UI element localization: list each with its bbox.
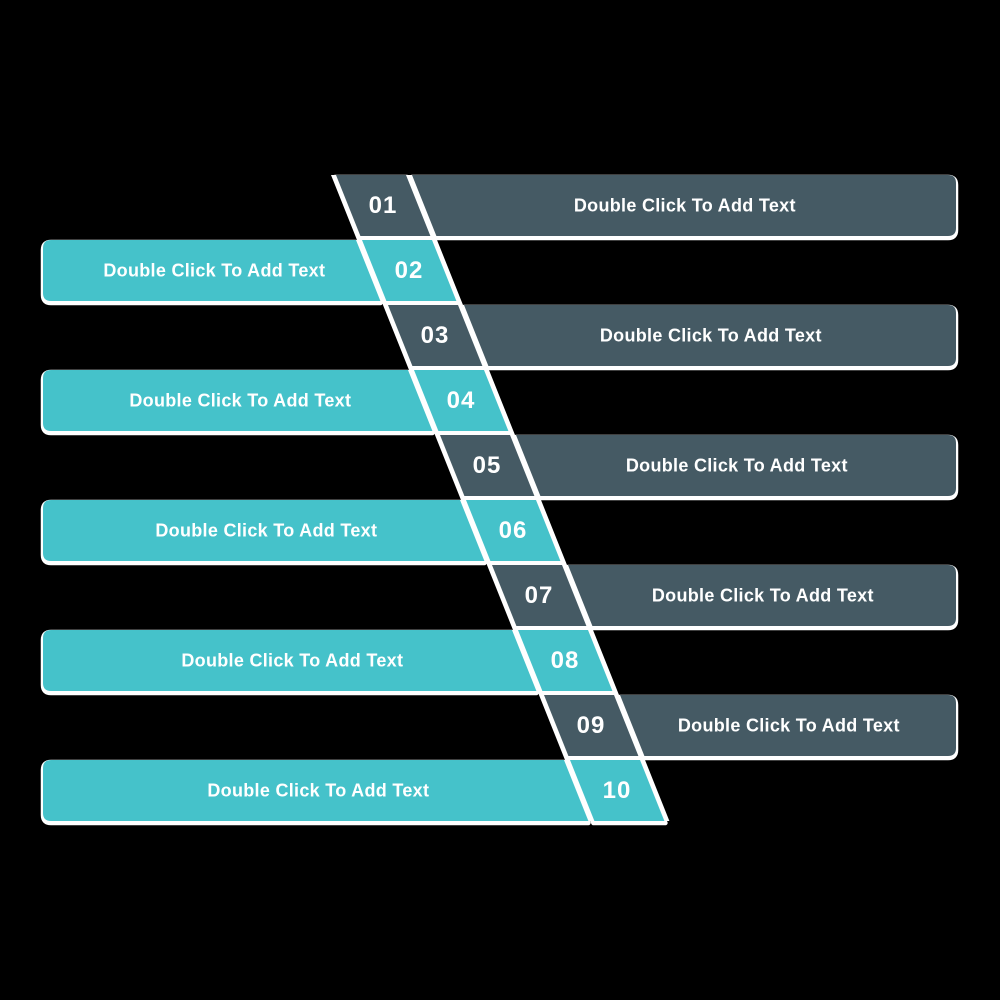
row-04-bar[interactable] <box>43 370 433 431</box>
row-02-number[interactable]: 02 <box>395 257 424 284</box>
row-03-number-cell[interactable] <box>387 305 484 366</box>
row-03-bar[interactable] <box>464 305 956 366</box>
diagonal-band-right-edge <box>406 175 670 821</box>
row-01-bar[interactable] <box>412 175 956 236</box>
row-10-bar[interactable] <box>43 760 589 821</box>
row-08 <box>40 629 616 696</box>
row-01-number-cell[interactable] <box>335 175 432 236</box>
row-07-number-cell[interactable] <box>491 565 588 626</box>
row-05-number-cell[interactable] <box>439 435 536 496</box>
row-01-number[interactable]: 01 <box>369 192 398 219</box>
row-05-number[interactable]: 05 <box>473 452 502 479</box>
row-10 <box>40 759 668 826</box>
row-09-bar[interactable] <box>620 695 956 756</box>
row-08-number-cell[interactable] <box>517 630 614 691</box>
row-04-number-cell[interactable] <box>413 370 510 431</box>
row-02-label[interactable]: Double Click To Add Text <box>103 261 325 281</box>
row-texts: 01 Double Click To Add Text 02 Double Cl… <box>103 192 899 804</box>
row-06-bar[interactable] <box>43 500 485 561</box>
row-07-label[interactable]: Double Click To Add Text <box>652 586 874 606</box>
row-07-bar[interactable] <box>568 565 956 626</box>
row-02-bar[interactable] <box>43 240 381 301</box>
row-04-label[interactable]: Double Click To Add Text <box>129 391 351 411</box>
row-04-number[interactable]: 04 <box>447 387 476 414</box>
row-05-label[interactable]: Double Click To Add Text <box>626 456 848 476</box>
row-05 <box>436 434 959 501</box>
row-03-number[interactable]: 03 <box>421 322 450 349</box>
row-08-label[interactable]: Double Click To Add Text <box>181 651 403 671</box>
row-01-label[interactable]: Double Click To Add Text <box>574 196 796 216</box>
row-02-number-cell[interactable] <box>361 240 458 301</box>
row-05-bar[interactable] <box>516 435 956 496</box>
row-06-number-cell[interactable] <box>465 500 562 561</box>
row-04 <box>40 369 512 436</box>
row-08-number[interactable]: 08 <box>551 647 580 674</box>
row-08-bar[interactable] <box>43 630 537 691</box>
row-09-number-cell[interactable] <box>543 695 640 756</box>
row-06 <box>40 499 564 566</box>
row-07 <box>488 564 959 631</box>
row-10-number-cell[interactable] <box>569 760 666 821</box>
row-09-number[interactable]: 09 <box>577 712 606 739</box>
row-09-label[interactable]: Double Click To Add Text <box>678 716 900 736</box>
row-03 <box>384 304 959 371</box>
row-03-label[interactable]: Double Click To Add Text <box>600 326 822 346</box>
row-06-number[interactable]: 06 <box>499 517 528 544</box>
row-06-label[interactable]: Double Click To Add Text <box>155 521 377 541</box>
row-07-number[interactable]: 07 <box>525 582 554 609</box>
diagonal-band-left-edge <box>331 175 595 821</box>
row-10-label[interactable]: Double Click To Add Text <box>207 781 429 801</box>
row-10-number[interactable]: 10 <box>603 777 632 804</box>
